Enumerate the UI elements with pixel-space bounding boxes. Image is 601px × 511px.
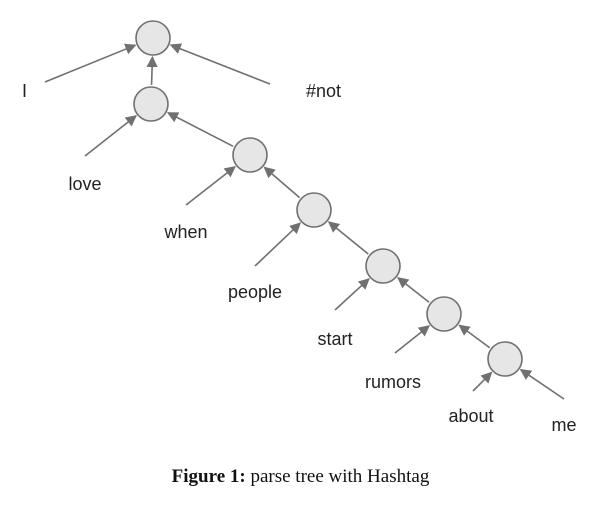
tree-node-n0: [135, 20, 171, 56]
tree-edge-word-when-to-n2: [185, 166, 236, 206]
tree-edge-n3-to-n2: [263, 166, 301, 199]
tree-node-n4: [365, 248, 401, 284]
tree-edge-word-about-to-n6: [472, 371, 493, 392]
tree-node-n6: [487, 341, 523, 377]
tree-node-n5: [426, 296, 462, 332]
tree-node-n2: [232, 137, 268, 173]
tree-edge-word-hash-not-to-n0: [169, 43, 271, 85]
tree-edge-n4-to-n3: [327, 221, 369, 255]
tree-word-label: rumors: [365, 372, 421, 392]
tree-word-label: me: [551, 415, 576, 435]
caption-label: Figure 1:: [171, 466, 246, 487]
parse-tree-diagram: I #not love when people start rumors about me: [22, 20, 577, 435]
tree-words: I #not love when people start rumors about me: [22, 81, 577, 435]
tree-edges: [44, 43, 565, 400]
tree-edge-word-rumors-to-n5: [394, 325, 431, 354]
tree-node-n3: [296, 192, 332, 228]
tree-word-label: start: [317, 329, 352, 349]
caption-text: parse tree with Hashtag: [250, 466, 430, 487]
tree-word-label: #not: [306, 81, 341, 101]
tree-nodes: [133, 20, 523, 377]
tree-word-label: love: [68, 174, 101, 194]
figure-caption: Figure 1: parse tree with Hashtag: [0, 466, 601, 488]
tree-edge-word-love-to-n1: [84, 115, 137, 157]
tree-edge-word-people-to-n3: [254, 222, 302, 267]
tree-edge-word-me-to-n6: [519, 368, 565, 400]
tree-edge-n5-to-n4: [397, 277, 430, 303]
tree-edge-word-start-to-n4: [334, 278, 370, 311]
tree-word-label: I: [22, 81, 27, 101]
tree-word-label: people: [228, 282, 282, 302]
tree-edge-n6-to-n5: [458, 324, 491, 349]
tree-word-label: about: [448, 406, 493, 426]
tree-edge-n2-to-n1: [166, 111, 234, 148]
tree-node-n1: [133, 86, 169, 122]
tree-word-label: when: [163, 222, 207, 242]
tree-edge-n1-to-n0: [146, 55, 158, 86]
tree-edge-word-I-to-n0: [44, 43, 137, 83]
